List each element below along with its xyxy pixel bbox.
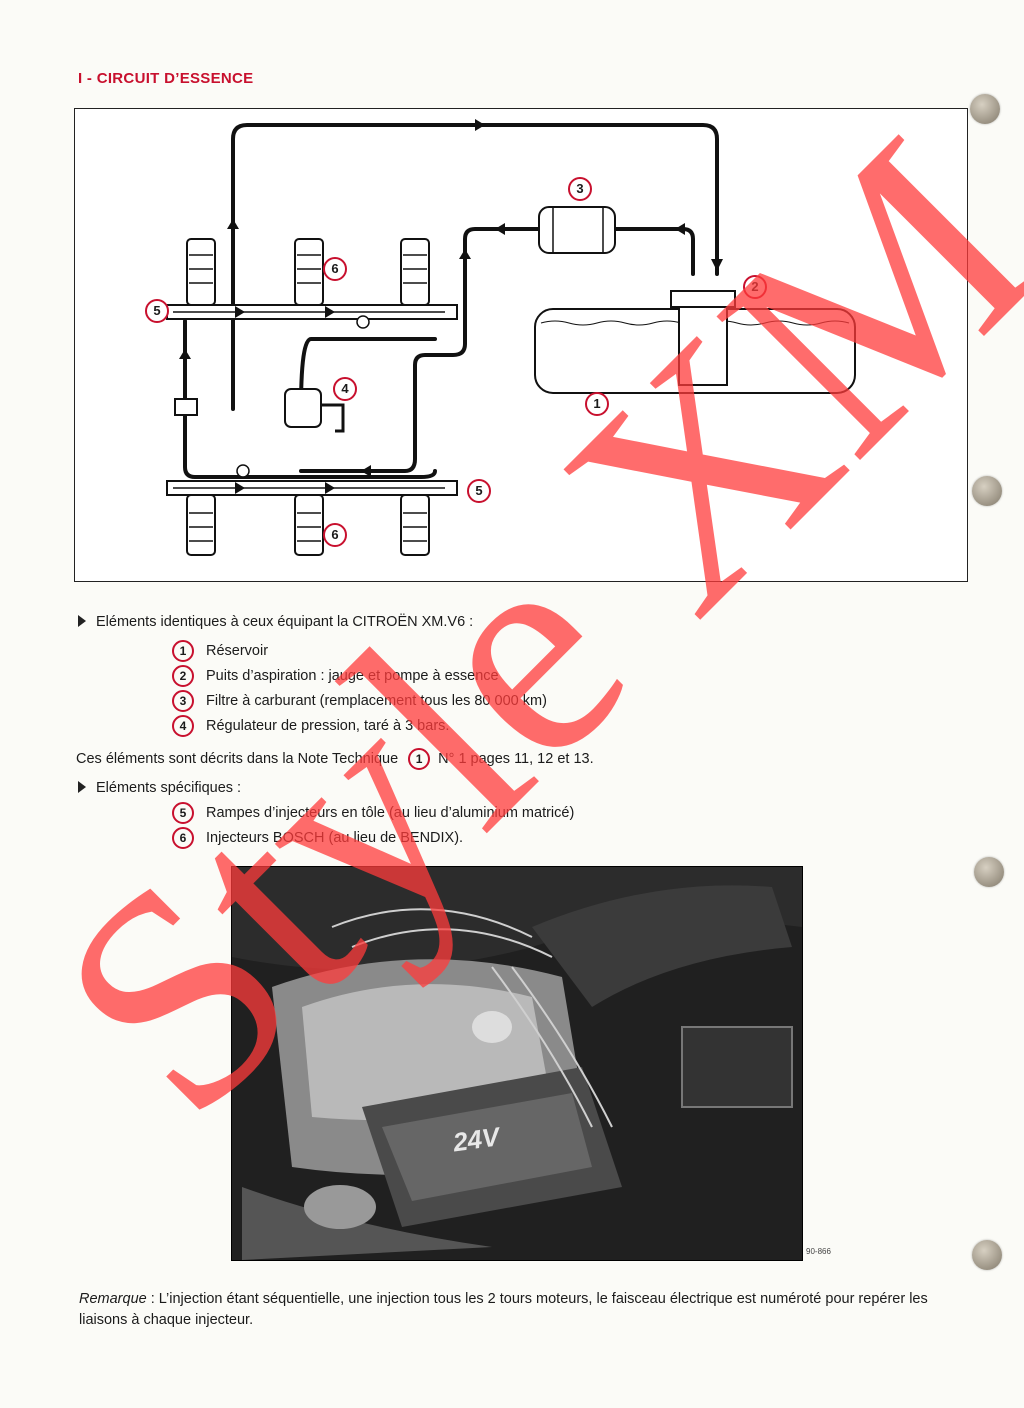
callout-5-bottom: 5 (467, 479, 491, 503)
callout-4: 4 (333, 377, 357, 401)
punch-hole-4 (972, 1240, 1002, 1270)
punch-hole-3 (974, 857, 1004, 887)
specific-elements-intro: Eléments spécifiques : (78, 780, 241, 796)
section-title: I - CIRCUIT D’ESSENCE (78, 70, 254, 87)
technical-note-reference: Ces éléments sont décrits dans la Note T… (76, 748, 594, 770)
engine-bay-photo: 24V (231, 866, 803, 1261)
callout-5-top: 5 (145, 299, 169, 323)
callout-1: 1 (585, 392, 609, 416)
remark-label: Remarque (79, 1291, 147, 1307)
photo-reference-code: 90-866 (806, 1247, 831, 1256)
callout-6-top: 6 (323, 257, 347, 281)
remark-text: : L’injection étant séquentielle, une in… (79, 1291, 928, 1328)
bullet-triangle-icon (78, 615, 86, 627)
engine-bay-illustration: 24V (232, 867, 802, 1260)
bullet-triangle-icon (78, 781, 86, 793)
remark-paragraph: Remarque : L’injection étant séquentiell… (79, 1289, 964, 1331)
common-elements-intro: Eléments identiques à ceux équipant la C… (78, 614, 473, 630)
callout-6-bottom: 6 (323, 523, 347, 547)
punch-hole-2 (972, 476, 1002, 506)
fuel-circuit-diagram: 3 2 6 5 4 1 5 6 (74, 108, 968, 582)
callout-2: 2 (743, 275, 767, 299)
engine-cover-label: 24V (450, 1121, 504, 1158)
callout-3: 3 (568, 177, 592, 201)
punch-hole-1 (970, 94, 1000, 124)
fuel-circuit-drawing (166, 119, 856, 556)
